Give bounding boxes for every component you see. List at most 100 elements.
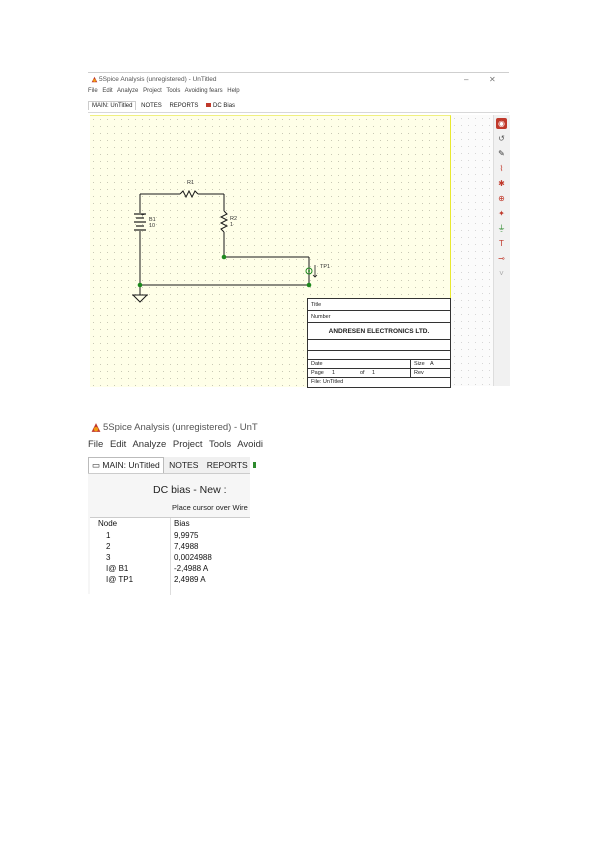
node-marker[interactable] <box>137 282 143 288</box>
tab-main[interactable]: MAIN: UnTitled <box>88 101 137 110</box>
date-label: Date <box>311 361 323 367</box>
red-square-icon <box>206 103 212 108</box>
menu-project[interactable]: Project <box>143 88 162 94</box>
page-row: Page 1 of 1 Rev <box>308 369 450 378</box>
resistor-tool-icon[interactable]: ⌇ <box>499 164 504 173</box>
header-node: Node <box>98 519 118 528</box>
tab-bar: MAIN: UnTitled NOTES REPORTS DC Bias <box>88 101 509 113</box>
source-tool-icon[interactable]: ⊕ <box>498 194 505 203</box>
menu-analyze[interactable]: Analyze <box>117 88 139 94</box>
menu-bar: File Edit Analyze Project Tools Avoiding… <box>88 88 243 98</box>
resistor-r2-value: 1 <box>230 222 233 228</box>
title-row: Title <box>308 299 450 311</box>
canvas-side-area <box>451 115 494 386</box>
tab-dc-bias-label: DC Bias <box>213 103 236 109</box>
rev-label: Rev <box>414 370 424 376</box>
testpoint-tp1-label: TP1 <box>320 264 330 270</box>
date-row: Date Size A <box>308 360 450 369</box>
pointer-icon[interactable]: ↺ <box>498 134 505 143</box>
blank-row <box>308 340 450 351</box>
blank-row <box>308 351 450 360</box>
chevron-down-icon[interactable]: ˅ <box>499 269 504 278</box>
menu-avoiding[interactable]: Avoidi <box>237 439 263 450</box>
table-row-bias[interactable]: 0,0024988 <box>174 553 212 562</box>
page-label: Page <box>311 370 324 376</box>
menu-file[interactable]: File <box>88 88 98 94</box>
title-block: Title Number ANDRESEN ELECTRONICS LTD. D… <box>307 298 451 388</box>
menu-analyze[interactable]: Analyze <box>132 439 167 450</box>
menu-tools[interactable]: Tools <box>208 439 232 450</box>
tab-main[interactable]: ▭ MAIN: UnTitled <box>88 457 164 473</box>
component-toolbar: ◉ ↺ ✎ ⌇ ✱ ⊕ ✦ ⏚ T ⊸ ˅ <box>493 115 510 386</box>
node-column <box>90 518 171 595</box>
size-label: Size <box>414 361 425 367</box>
hint-text: Place cursor over Wire <box>172 503 248 512</box>
schematic-window-screenshot: 5Spice Analysis (unregistered) - UnTitle… <box>88 72 510 388</box>
menu-avoiding-fears[interactable]: Avoiding fears <box>184 88 223 94</box>
battery-plus-label: + <box>141 213 145 219</box>
window-title: 5Spice Analysis (unregistered) - UnT <box>103 422 258 433</box>
dc-bias-title: DC bias - New : <box>153 484 227 496</box>
tab-dc-bias[interactable]: DC Bias <box>203 102 238 110</box>
node-tool-icon[interactable]: ✦ <box>498 209 505 218</box>
close-button[interactable]: ✕ <box>489 75 496 84</box>
window-title: 5Spice Analysis (unregistered) - UnTitle… <box>99 76 217 83</box>
table-row-bias[interactable]: -2,4988 A <box>174 564 209 573</box>
header-bias: Bias <box>174 519 190 528</box>
table-row-node[interactable]: I@ TP1 <box>106 575 134 584</box>
table-row-node[interactable]: I@ B1 <box>106 564 129 573</box>
file-label: File: UnTitled <box>311 379 344 385</box>
tab-notes[interactable]: NOTES <box>141 103 162 109</box>
testpoint-symbol[interactable] <box>305 265 318 278</box>
schematic-canvas[interactable] <box>90 115 451 387</box>
menu-project[interactable]: Project <box>172 439 203 450</box>
page-value: 1 <box>332 370 336 376</box>
app-logo-icon <box>91 76 98 83</box>
record-icon[interactable]: ◉ <box>496 118 507 129</box>
menu-edit[interactable]: Edit <box>102 88 113 94</box>
table-row-node[interactable]: 3 <box>106 553 111 562</box>
testpoint-tool-icon[interactable]: T <box>499 239 504 248</box>
tab-notes[interactable]: NOTES <box>169 460 199 470</box>
bias-table: Node Bias 1 9,9975 2 7,4988 3 0,0024988 … <box>90 517 250 595</box>
capacitor-tool-icon[interactable]: ✱ <box>498 179 505 188</box>
resistor-r1-label: R1 <box>187 180 194 186</box>
tab-main-label: MAIN: UnTitled <box>102 460 160 470</box>
title-label: Title <box>311 302 322 308</box>
number-row: Number <box>308 311 450 323</box>
table-row-bias[interactable]: 9,9975 <box>174 531 199 540</box>
divider <box>410 369 411 377</box>
tab-reports[interactable]: REPORTS <box>206 460 248 470</box>
company-name: ANDRESEN ELECTRONICS LTD. <box>328 328 430 335</box>
ground-tool-icon[interactable]: ⏚ <box>497 224 506 233</box>
menu-help[interactable]: Help <box>227 88 240 94</box>
tab-reports[interactable]: REPORTS <box>169 103 199 109</box>
node-marker[interactable] <box>221 254 227 260</box>
minimize-button[interactable]: – <box>464 75 469 84</box>
divider <box>410 360 411 368</box>
grid-icon: ▭ <box>92 460 103 470</box>
node-marker[interactable] <box>306 282 312 288</box>
table-row-bias[interactable]: 7,4988 <box>174 542 199 551</box>
menu-bar: File Edit Analyze Project Tools Avoidi <box>88 439 267 453</box>
number-label: Number <box>311 314 331 320</box>
table-row-bias[interactable]: 2,4989 A <box>174 575 206 584</box>
pencil-icon[interactable]: ✎ <box>498 149 505 158</box>
table-row-node[interactable]: 2 <box>106 542 111 551</box>
green-marker-icon <box>253 462 257 468</box>
circuit-schematic[interactable]: R1 R2 1 B1 10 + TP1 <box>88 73 509 386</box>
battery-b1-label: B1 <box>149 217 156 223</box>
title-bar: 5Spice Analysis (unregistered) - UnTitle… <box>88 73 509 87</box>
menu-tools[interactable]: Tools <box>166 88 181 94</box>
tab-bar: ▭ MAIN: UnTitled NOTES REPORTS <box>88 457 257 474</box>
battery-b1-value: 10 <box>149 223 155 229</box>
app-logo-icon <box>91 423 101 432</box>
menu-file[interactable]: File <box>88 439 104 450</box>
probe-tool-icon[interactable]: ⊸ <box>498 254 505 263</box>
menu-edit[interactable]: Edit <box>109 439 127 450</box>
company-row: ANDRESEN ELECTRONICS LTD. <box>308 323 450 340</box>
of-label: of <box>360 370 365 376</box>
size-value: A <box>430 361 434 367</box>
dc-bias-window-screenshot: 5Spice Analysis (unregistered) - UnT Fil… <box>88 418 263 595</box>
table-row-node[interactable]: 1 <box>106 531 111 540</box>
